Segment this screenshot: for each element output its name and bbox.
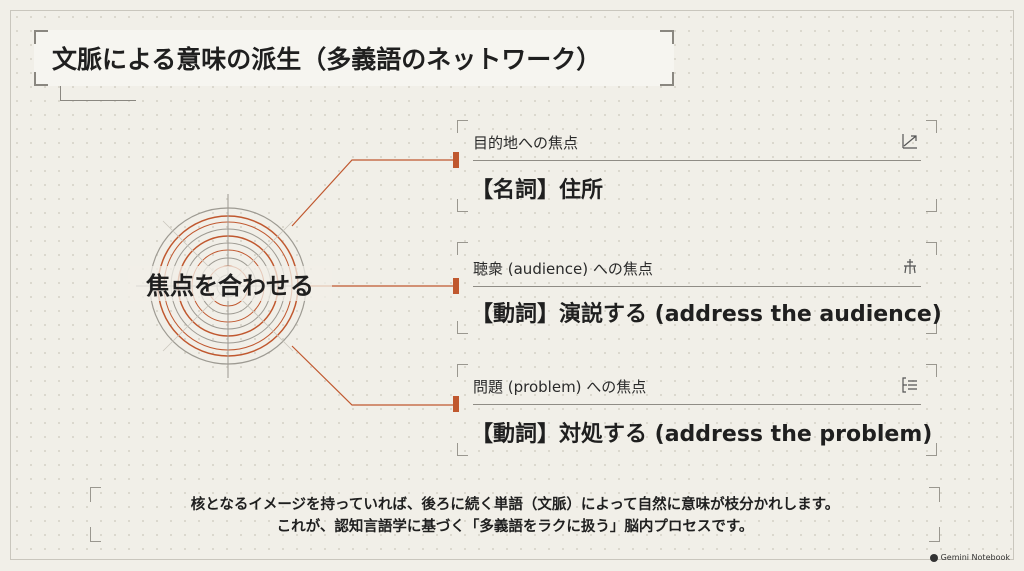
branch-meaning: 【名詞】住所 — [471, 178, 604, 203]
corner-bracket — [926, 120, 937, 133]
connector-line-1 — [291, 159, 455, 227]
title-box: 文脈による意味の派生（多義語のネットワーク） — [34, 30, 674, 86]
branch-focus-label: 聴衆 (audience) への焦点 — [473, 260, 653, 278]
corner-bracket — [457, 242, 468, 255]
gemini-icon — [929, 553, 938, 562]
accent-marker — [453, 278, 459, 294]
footer-note: 核となるイメージを持っていれば、後ろに続く単語（文脈）によって自然に意味が枝分か… — [90, 487, 940, 542]
corner-bracket — [926, 321, 937, 334]
branch-rule — [473, 286, 921, 287]
title-deco-line — [60, 86, 61, 100]
list-bracket-icon — [902, 377, 917, 393]
corner-bracket — [90, 487, 101, 502]
accent-marker — [453, 152, 459, 168]
branch-focus-label: 目的地への焦点 — [473, 134, 579, 152]
slide-frame — [10, 10, 1014, 560]
branch-meaning: 【動詞】演説する (address the audience) — [471, 302, 942, 327]
corner-bracket — [926, 199, 937, 212]
corner-bracket — [457, 120, 468, 133]
corner-bracket — [457, 443, 468, 456]
corner-bracket — [929, 487, 940, 502]
branch-rule — [473, 160, 921, 161]
watermark-badge: Gemini Notebook — [929, 553, 1010, 562]
corner-bracket — [926, 364, 937, 377]
footer-line-2: これが、認知言語学に基づく「多義語をラクに扱う」脳内プロセスです。 — [276, 519, 754, 535]
branch-rule — [473, 404, 921, 405]
branch-card-1: 目的地への焦点 【名詞】住所 — [453, 120, 937, 212]
branch-card-3: 問題 (problem) への焦点 【動詞】対処する (address the … — [453, 364, 937, 456]
page-title: 文脈による意味の派生（多義語のネットワーク） — [52, 45, 602, 74]
title-deco-line — [60, 100, 136, 101]
badge-text: Gemini Notebook — [940, 553, 1010, 562]
branch-card-2: 聴衆 (audience) への焦点 【動詞】演説する (address the… — [453, 242, 942, 334]
corner-bracket — [34, 72, 48, 86]
corner-bracket — [926, 242, 937, 255]
accent-marker — [453, 396, 459, 412]
corner-bracket — [457, 364, 468, 377]
corner-bracket — [34, 30, 48, 44]
corner-bracket — [457, 199, 468, 212]
corner-bracket — [90, 527, 101, 542]
podium-icon — [904, 259, 916, 274]
connector-line-3 — [291, 345, 455, 406]
corner-bracket — [660, 30, 674, 44]
trend-arrow-icon — [902, 134, 917, 149]
branch-meaning: 【動詞】対処する (address the problem) — [471, 422, 933, 447]
corner-bracket — [926, 443, 937, 456]
footer-line-1: 核となるイメージを持っていれば、後ろに続く単語（文脈）によって自然に意味が枝分か… — [190, 497, 840, 513]
corner-bracket — [929, 527, 940, 542]
corner-bracket — [660, 72, 674, 86]
branch-focus-label: 問題 (problem) への焦点 — [473, 378, 647, 396]
center-label: 焦点を合わせる — [128, 266, 332, 301]
corner-bracket — [457, 321, 468, 334]
